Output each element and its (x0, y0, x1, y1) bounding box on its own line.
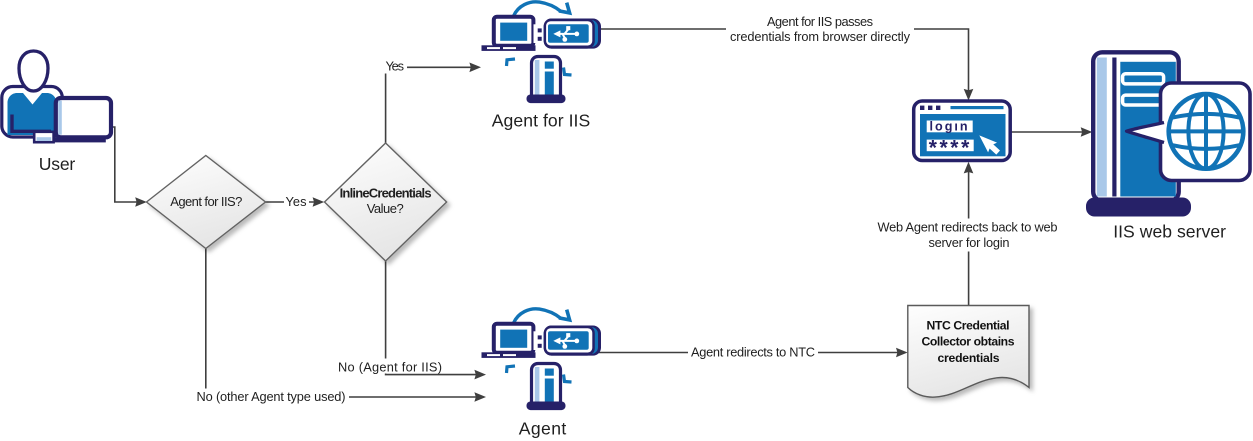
svg-text:Agent: Agent (519, 419, 567, 439)
svg-text:Collector obtains: Collector obtains (922, 335, 1015, 349)
svg-text:credentials: credentials (938, 351, 1000, 365)
svg-text:Agent for IIS passes: Agent for IIS passes (767, 14, 873, 29)
svg-text:credentials from browser direc: credentials from browser directly (730, 29, 911, 44)
svg-text:Agent for IIS?: Agent for IIS? (170, 194, 242, 209)
svg-text:server for login: server for login (929, 235, 1010, 250)
svg-text:NTC Credential: NTC Credential (927, 318, 1010, 332)
svg-text:InlineCredentials: InlineCredentials (340, 186, 432, 201)
svg-text:Agent for IIS: Agent for IIS (492, 111, 591, 131)
svg-text:Yes: Yes (286, 194, 307, 209)
svg-text:Web Agent redirects back to we: Web Agent redirects back to web (878, 219, 1058, 234)
svg-text:No (Agent for IIS): No (Agent for IIS) (338, 359, 442, 374)
svg-text:****: **** (929, 137, 972, 160)
svg-text:Agent redirects to NTC: Agent redirects to NTC (691, 345, 815, 360)
svg-text:IIS web server: IIS web server (1113, 221, 1226, 241)
svg-text:No (other Agent type used): No (other Agent type used) (197, 389, 346, 404)
svg-text:Yes: Yes (386, 59, 405, 74)
svg-text:User: User (39, 154, 76, 174)
svg-text:Value?: Value? (367, 201, 404, 216)
svg-text:logın: logın (930, 120, 970, 134)
